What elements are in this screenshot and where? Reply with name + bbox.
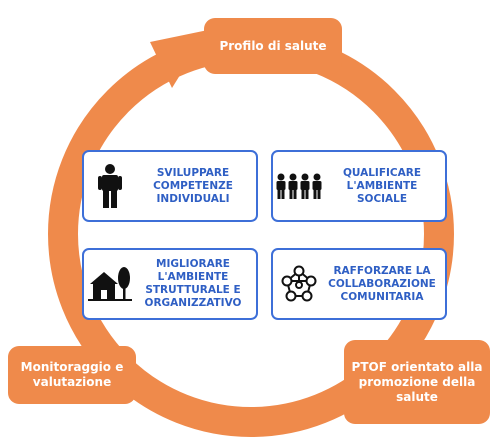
area-label-competenze: SVILUPPARE COMPETENZE INDIVIDUALI [153, 166, 233, 205]
stage-monitoraggio: Monitoraggio e valutazione [8, 346, 136, 404]
stage-ptof: PTOF orientato alla promozione della sal… [344, 340, 490, 424]
stage-ptof-label: PTOF orientato alla promozione della sal… [351, 359, 483, 404]
area-label-ambiente: MIGLIORARE L'AMBIENTE STRUTTURALE E ORGA… [144, 258, 242, 309]
area-card-ambiente: MIGLIORARE L'AMBIENTE STRUTTURALE E ORGA… [82, 248, 258, 320]
stage-profilo-label: Profilo di salute [219, 38, 327, 53]
house-tree-icon [84, 250, 136, 318]
people-group-icon [273, 152, 325, 220]
cycle-arrowhead [150, 30, 208, 88]
area-label-comunitaria: RAFFORZARE LA COLLABORAZIONE COMUNITARIA [328, 264, 436, 303]
stage-monitoraggio-label: Monitoraggio e valutazione [20, 360, 124, 389]
area-label-sociale: QUALIFICARE L'AMBIENTE SOCIALE [342, 166, 422, 205]
stage-profilo-di-salute: Profilo di salute [204, 18, 342, 74]
network-icon [273, 250, 325, 318]
area-card-sociale: QUALIFICARE L'AMBIENTE SOCIALE [271, 150, 447, 222]
person-icon [84, 152, 136, 220]
area-card-comunitaria: RAFFORZARE LA COLLABORAZIONE COMUNITARIA [271, 248, 447, 320]
area-card-competenze: SVILUPPARE COMPETENZE INDIVIDUALI [82, 150, 258, 222]
